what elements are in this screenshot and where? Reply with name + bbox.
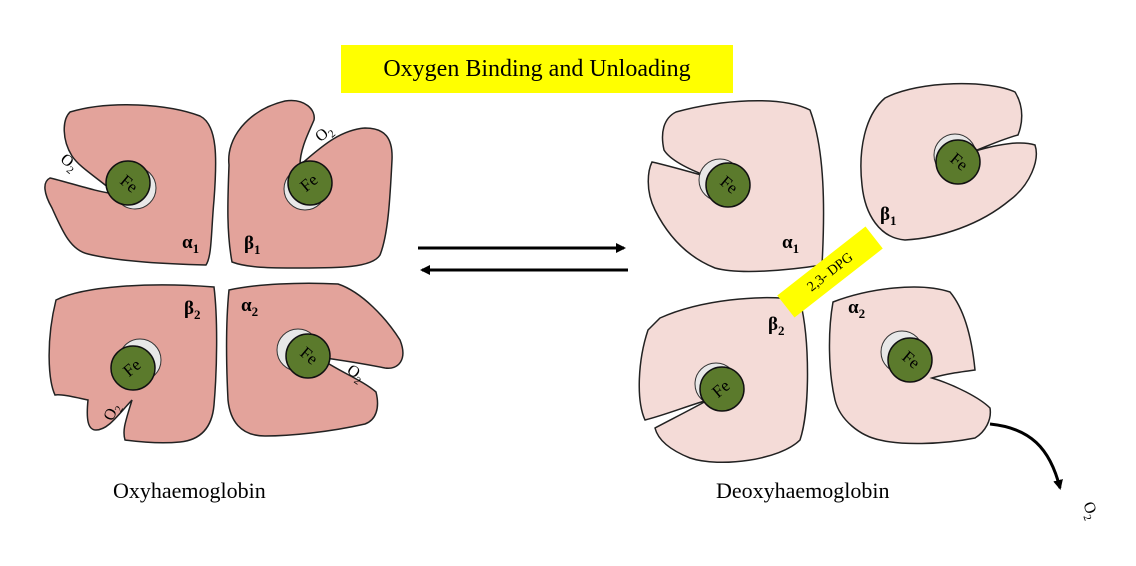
release-arrow — [989, 422, 1063, 490]
deoxy-beta1-subunit: Fe β1 — [860, 82, 1037, 241]
oxy-beta2-o2-label: O2 — [101, 401, 126, 425]
deoxy-alpha2-heme — [887, 337, 933, 383]
oxy-beta2-subunit: Fe O2 β2 — [48, 284, 218, 444]
oxy-beta2-label: β2 — [184, 298, 201, 322]
oxy-alpha2-heme — [285, 333, 331, 379]
equilibrium-arrows — [418, 243, 628, 275]
deoxy-beta2-subunit: Fe β2 — [638, 297, 809, 464]
oxy-alpha2-label: α2 — [241, 295, 258, 319]
oxyhaemoglobin-caption: Oxyhaemoglobin — [113, 478, 266, 503]
deoxy-beta1-heme — [935, 139, 981, 185]
oxy-alpha1-heme — [105, 160, 151, 206]
oxy-beta1-subunit: Fe O2 β1 — [227, 99, 393, 269]
dpg-highlight — [777, 226, 883, 318]
released-oxygen: O2 — [989, 422, 1102, 523]
released-o2-label: O2 — [1077, 500, 1102, 523]
diagram-title: Oxygen Binding and Unloading — [341, 45, 733, 93]
oxy-alpha2-subunit: Fe O2 α2 — [225, 282, 404, 437]
deoxy-alpha1-subunit: Fe α1 — [647, 99, 825, 273]
deoxy-alpha1-label: α1 — [782, 232, 799, 256]
oxy-beta1-label: β1 — [244, 233, 261, 257]
deoxyhaemoglobin-caption: Deoxyhaemoglobin — [716, 478, 890, 503]
deoxyhaemoglobin-tetramer: Fe α1 Fe β1 Fe β2 Fe α2 — [638, 82, 1102, 523]
deoxy-alpha2-subunit: Fe α2 — [828, 286, 992, 445]
oxy-beta1-heme — [287, 160, 333, 206]
oxy-alpha1-label: α1 — [182, 232, 199, 256]
oxy-alpha1-subunit: Fe O2 α1 — [44, 104, 217, 266]
oxy-beta2-heme — [110, 345, 156, 391]
deoxy-beta2-heme — [699, 366, 745, 412]
oxyhaemoglobin-tetramer: Fe O2 α1 Fe O2 β1 Fe O2 β2 Fe — [44, 99, 404, 444]
deoxy-alpha1-heme — [705, 162, 751, 208]
deoxy-beta2-label: β2 — [768, 314, 785, 338]
deoxy-beta1-label: β1 — [880, 204, 897, 228]
deoxy-alpha2-label: α2 — [848, 297, 865, 321]
